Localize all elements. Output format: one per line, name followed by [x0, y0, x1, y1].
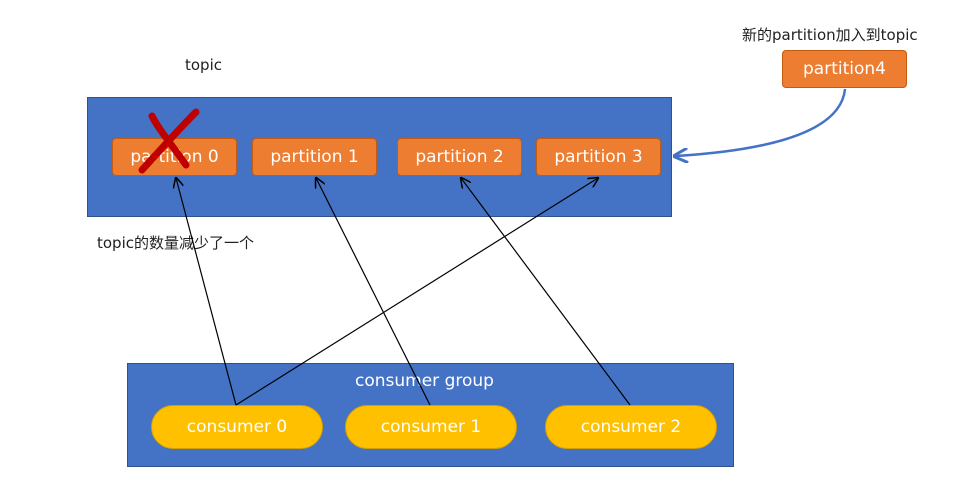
consumer-group-title: consumer group: [355, 371, 494, 391]
arrow-new-partition-join: [676, 88, 847, 156]
removed-partition-note: topic的数量减少了一个: [97, 234, 254, 252]
partition-2-box: partition 2: [397, 138, 522, 176]
arrow-consumer0-partition3: [235, 178, 598, 406]
arrow-consumer2-partition2: [461, 178, 631, 406]
new-partition-box: partition4: [782, 50, 907, 88]
consumer-0-box: consumer 0: [151, 405, 323, 449]
partition-3-box: partition 3: [536, 138, 661, 176]
new-partition-note: 新的partition加入到topic: [742, 26, 918, 44]
consumer-1-box: consumer 1: [345, 405, 517, 449]
topic-label: topic: [185, 56, 222, 74]
arrow-consumer1-partition1: [316, 178, 431, 406]
arrow-consumer0-partition0: [176, 178, 237, 406]
removed-x-icon: [138, 108, 200, 174]
partition-1-box: partition 1: [252, 138, 377, 176]
consumer-2-box: consumer 2: [545, 405, 717, 449]
